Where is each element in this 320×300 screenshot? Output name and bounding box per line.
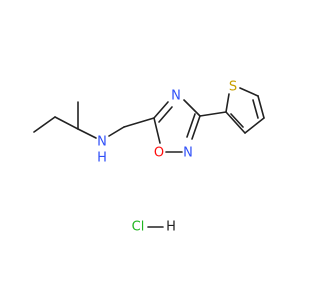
bond-o1-c5 bbox=[153, 117, 161, 144]
bond-th-c5-c4-a bbox=[257, 95, 265, 119]
bond-th-c4-c3 bbox=[244, 117, 265, 134]
bond-ethyl-end bbox=[33, 116, 56, 133]
bond-th-c3-c2-a bbox=[225, 111, 246, 134]
bond-th-s-c5 bbox=[239, 87, 259, 97]
molecule-diagram: N H N O N S Cl H bbox=[33, 80, 265, 235]
atom-chlorine: Cl bbox=[132, 220, 145, 235]
atom-nitrogen-ring-top: N bbox=[171, 89, 181, 104]
atom-hydrogen-amine: H bbox=[97, 151, 107, 166]
atom-hydrogen-salt: H bbox=[166, 220, 176, 235]
bond-c3-n2-b bbox=[186, 113, 196, 138]
atom-oxygen-ring: O bbox=[154, 146, 164, 161]
bond-n-ch2 bbox=[108, 126, 125, 137]
bond-th-c3-c2-b bbox=[230, 113, 244, 128]
bond-th-c5-c4-b bbox=[252, 99, 259, 119]
bond-ch2-c5 bbox=[123, 117, 155, 128]
atom-sulfur: S bbox=[229, 80, 237, 95]
bond-c5-n4-a bbox=[153, 101, 169, 119]
bond-c5-n4-b bbox=[158, 106, 173, 123]
atom-nitrogen-ring-bottom: N bbox=[183, 146, 193, 161]
bond-layer bbox=[33, 87, 265, 228]
bond-n4-c3 bbox=[183, 99, 201, 117]
bond-ethyl-ch bbox=[54, 116, 79, 130]
atom-layer: N H N O N S Cl H bbox=[97, 80, 237, 235]
bond-c3-thiophene bbox=[199, 111, 227, 117]
atom-nitrogen-amine: N bbox=[97, 135, 107, 150]
bond-c3-n2-a bbox=[191, 115, 201, 140]
bond-ch-n bbox=[77, 128, 97, 139]
bond-th-c2-s bbox=[225, 93, 230, 113]
